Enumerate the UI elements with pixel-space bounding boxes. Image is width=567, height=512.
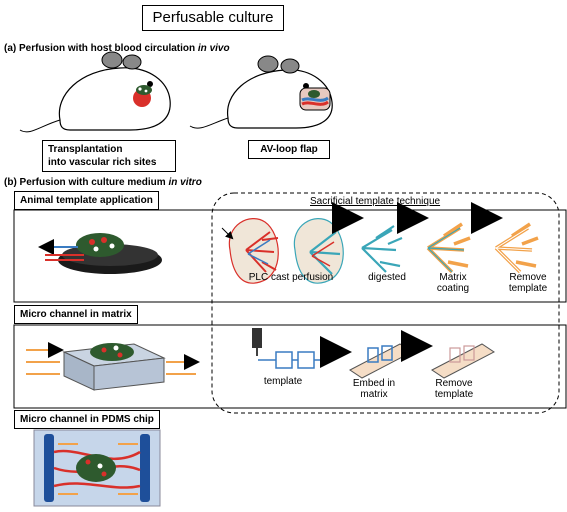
caption-embed-line2: matrix [360,389,388,400]
kidney-matrix-coating [426,222,471,274]
kidney-remove-template [494,222,539,274]
section-b-label: (b) Perfusion with culture medium [4,177,166,188]
caption-matrix-coating: Matrix coating [428,272,478,294]
caption-remove-template-2: Remove template [426,378,482,400]
embed-matrix-illustration [349,343,413,379]
caption-digested: digested [368,272,406,283]
animal-template-disc-illustration [38,233,162,274]
caption-remove1-line2: template [508,283,548,294]
remove-template-illustration [431,343,495,379]
section-b-italic: in vitro [168,177,202,188]
micro-matrix-block-illustration [26,342,200,391]
sacrificial-title: Sacrificial template technique [310,196,441,207]
micro-matrix-box: Micro channel in matrix [14,305,138,324]
micro-pdms-box: Micro channel in PDMS chip [14,410,160,429]
animal-template-box: Animal template application [14,191,159,210]
sacrificial-dashed-frame [211,192,560,414]
micro-matrix-frame [13,324,567,409]
caption-remove2-line1: Remove [435,378,473,389]
pdms-chip-illustration [33,429,161,507]
kidney-digested [361,225,403,273]
caption-plc-cast: PLC cast perfusion [248,272,334,283]
caption-remove-template-1: Remove template [500,272,556,294]
caption-embed: Embed in matrix [346,378,402,400]
row2-step-arrows [320,330,433,368]
section-a-label: (a) Perfusion with host blood circulatio… [4,43,196,54]
animal-template-frame [13,209,567,303]
caption-matrix-line1: Matrix [439,272,467,283]
caption-embed-line1: Embed in [352,378,396,389]
mouse-avloop-illustration [189,55,333,129]
template-printing-illustration [252,328,328,369]
caption-template: template [263,376,303,387]
caption-matrix-line2: coating [436,283,470,294]
mouse-transplantation-illustration [19,51,171,133]
caption-remove1-line1: Remove [509,272,547,283]
kidney-plc-cast [221,218,279,284]
section-b-heading: (b) Perfusion with culture medium in vit… [4,177,202,188]
section-a-italic: in vivo [197,43,230,54]
caption-remove2-line2: template [434,389,474,400]
transplantation-line2: into vascular rich sites [48,157,157,168]
kidney-perfusion [293,218,344,284]
transplantation-box: Transplantation into vascular rich sites [42,140,176,172]
section-a-heading: (a) Perfusion with host blood circulatio… [4,43,230,54]
page-title: Perfusable culture [142,5,284,31]
avloop-box: AV-loop flap [248,140,330,159]
transplantation-line1: Transplantation [48,144,123,155]
